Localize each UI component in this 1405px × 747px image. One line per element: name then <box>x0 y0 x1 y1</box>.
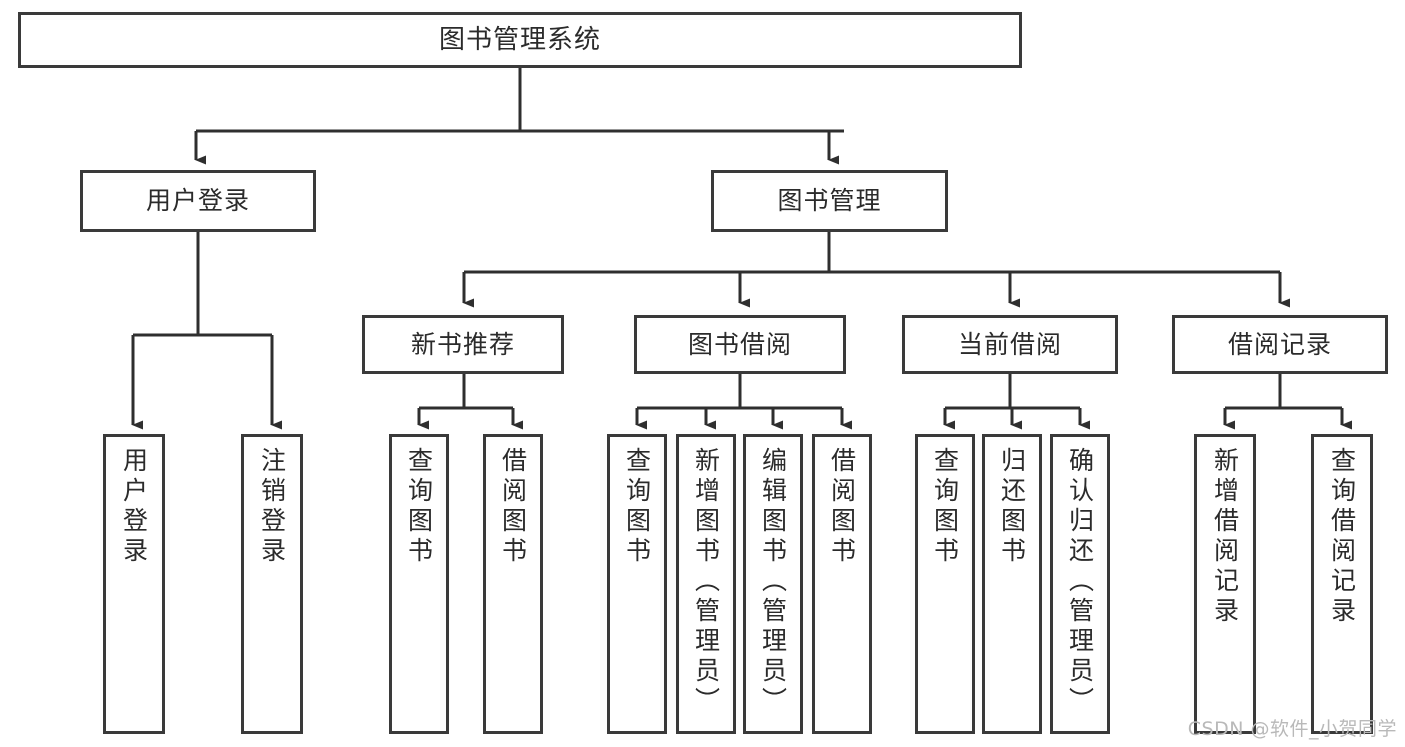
node-current-borrow[interactable]: 当前借阅 <box>902 315 1118 374</box>
node-book-management[interactable]: 图书管理 <box>711 170 948 232</box>
leaf-borrow-book[interactable]: 借阅图书 <box>812 434 872 734</box>
node-new-book-recommend[interactable]: 新书推荐 <box>362 315 564 374</box>
leaf-edit-book-admin[interactable]: 编辑图书（管理员） <box>743 434 803 734</box>
node-label: 新增图书（管理员） <box>691 447 721 717</box>
leaf-borrow-book-recommend[interactable]: 借阅图书 <box>483 434 543 734</box>
node-label: 图书管理 <box>777 186 882 216</box>
leaf-add-book-admin[interactable]: 新增图书（管理员） <box>676 434 736 734</box>
node-label: 当前借阅 <box>957 329 1062 359</box>
node-label: 查询图书 <box>622 447 652 567</box>
node-book-borrow[interactable]: 图书借阅 <box>634 315 846 374</box>
node-label: 借阅记录 <box>1227 329 1332 359</box>
node-label: 编辑图书（管理员） <box>758 447 788 717</box>
node-label: 确认归还（管理员） <box>1065 447 1095 717</box>
node-label: 用户登录 <box>119 447 149 567</box>
node-label: 查询借阅记录 <box>1327 447 1357 627</box>
leaf-user-logout[interactable]: 注销登录 <box>241 434 303 734</box>
leaf-query-book-current[interactable]: 查询图书 <box>915 434 975 734</box>
leaf-user-login[interactable]: 用户登录 <box>103 434 165 734</box>
node-label: 借阅图书 <box>827 447 857 567</box>
leaf-query-book-borrow[interactable]: 查询图书 <box>607 434 667 734</box>
leaf-query-borrow-record[interactable]: 查询借阅记录 <box>1311 434 1373 734</box>
node-label: 新增借阅记录 <box>1210 447 1240 627</box>
leaf-query-book-recommend[interactable]: 查询图书 <box>389 434 449 734</box>
node-user-login[interactable]: 用户登录 <box>80 170 316 232</box>
node-label: 借阅图书 <box>498 447 528 567</box>
node-label: 查询图书 <box>930 447 960 567</box>
node-label: 用户登录 <box>145 186 250 216</box>
node-borrow-record[interactable]: 借阅记录 <box>1172 315 1388 374</box>
node-label: 图书管理系统 <box>438 24 601 55</box>
leaf-return-book[interactable]: 归还图书 <box>982 434 1042 734</box>
node-label: 归还图书 <box>997 447 1027 567</box>
node-root-system[interactable]: 图书管理系统 <box>18 12 1022 68</box>
leaf-add-borrow-record[interactable]: 新增借阅记录 <box>1194 434 1256 734</box>
node-label: 注销登录 <box>257 447 287 567</box>
leaf-confirm-return-admin[interactable]: 确认归还（管理员） <box>1050 434 1110 734</box>
csdn-watermark: CSDN @软件_小贺同学 <box>1187 718 1397 740</box>
node-label: 图书借阅 <box>687 329 792 359</box>
node-label: 新书推荐 <box>410 329 515 359</box>
node-label: 查询图书 <box>404 447 434 567</box>
